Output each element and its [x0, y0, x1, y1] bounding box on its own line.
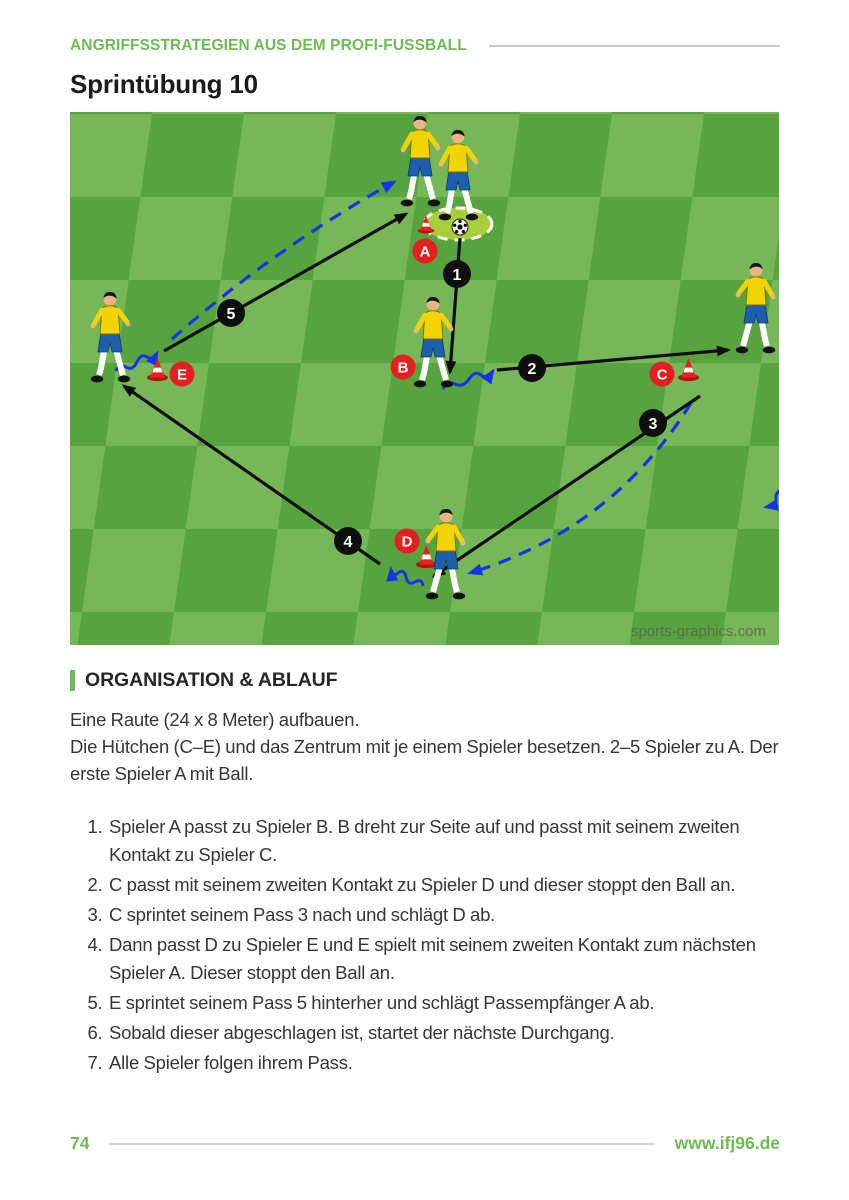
svg-text:A: A: [420, 244, 431, 261]
organisation-text: Eine Raute (24 x 8 Meter) aufbauen. Die …: [70, 706, 780, 787]
pass-number-5: 5: [217, 299, 245, 327]
step-item: Alle Spieler folgen ihrem Pass.: [107, 1049, 780, 1077]
step-item: C passt mit seinem zweiten Kontakt zu Sp…: [107, 871, 780, 899]
dribble-path-d: [386, 566, 425, 587]
section-title: ORGANISATION & ABLAUF: [85, 669, 338, 691]
svg-text:4: 4: [344, 534, 353, 551]
svg-text:5: 5: [227, 306, 236, 323]
chapter-header: ANGRIFFSSTRATEGIEN AUS DEM PROFI-FUSSBAL…: [70, 0, 780, 55]
sprint-arrow-c-to-d: [467, 402, 693, 576]
soccer-ball-icon: [451, 218, 469, 236]
station-label-d: D: [394, 528, 420, 554]
station-label-b: B: [390, 354, 416, 380]
station-label-c: C: [649, 361, 675, 387]
step-item: Dann passt D zu Spieler E und E spielt m…: [107, 931, 780, 987]
intro-line-2: Die Hütchen (C–E) und das Zentrum mit je…: [70, 736, 779, 784]
page-title: Sprintübung 10: [70, 69, 258, 99]
step-item: Sobald dieser abgeschlagen ist, startet …: [107, 1019, 780, 1047]
station-label-a: A: [412, 238, 438, 264]
pass-arrow-5: [163, 212, 409, 353]
step-item: E sprintet seinem Pass 5 hinterher und s…: [107, 989, 780, 1017]
page-number: 74: [70, 1133, 90, 1153]
drill-diagram: A B C D E: [70, 112, 780, 645]
intro-line-1: Eine Raute (24 x 8 Meter) aufbauen.: [70, 709, 360, 730]
sprint-arrow-e-to-a: [170, 180, 397, 341]
svg-text:2: 2: [528, 361, 537, 378]
section-accent-bar: [70, 670, 75, 691]
kicker-divider: [488, 45, 780, 47]
watermark: sports-graphics.com: [631, 623, 766, 640]
step-item: C sprintet seinem Pass 3 nach und schläg…: [107, 901, 780, 929]
pass-number-3: 3: [639, 409, 667, 437]
svg-text:3: 3: [649, 416, 658, 433]
svg-text:B: B: [398, 360, 409, 377]
footer-divider: [109, 1142, 655, 1145]
step-item: Spieler A passt zu Spieler B. B dreht zu…: [107, 813, 780, 869]
website-link: www.ifj96.de: [674, 1133, 780, 1153]
drill-steps-list: Spieler A passt zu Spieler B. B dreht zu…: [70, 813, 780, 1077]
page-footer: 74 www.ifj96.de: [70, 1133, 780, 1154]
pass-number-2: 2: [518, 354, 546, 382]
dribble-path-c: [763, 489, 779, 511]
svg-text:D: D: [402, 534, 413, 551]
section-heading: ORGANISATION & ABLAUF: [70, 669, 780, 692]
svg-text:C: C: [657, 367, 668, 384]
station-label-e: E: [169, 361, 195, 387]
pass-number-4: 4: [334, 527, 362, 555]
svg-text:E: E: [177, 367, 187, 384]
chapter-kicker: ANGRIFFSSTRATEGIEN AUS DEM PROFI-FUSSBAL…: [70, 37, 467, 54]
pass-number-1: 1: [443, 260, 471, 288]
svg-text:1: 1: [453, 267, 462, 284]
pitch-svg: A B C D E: [70, 112, 779, 645]
